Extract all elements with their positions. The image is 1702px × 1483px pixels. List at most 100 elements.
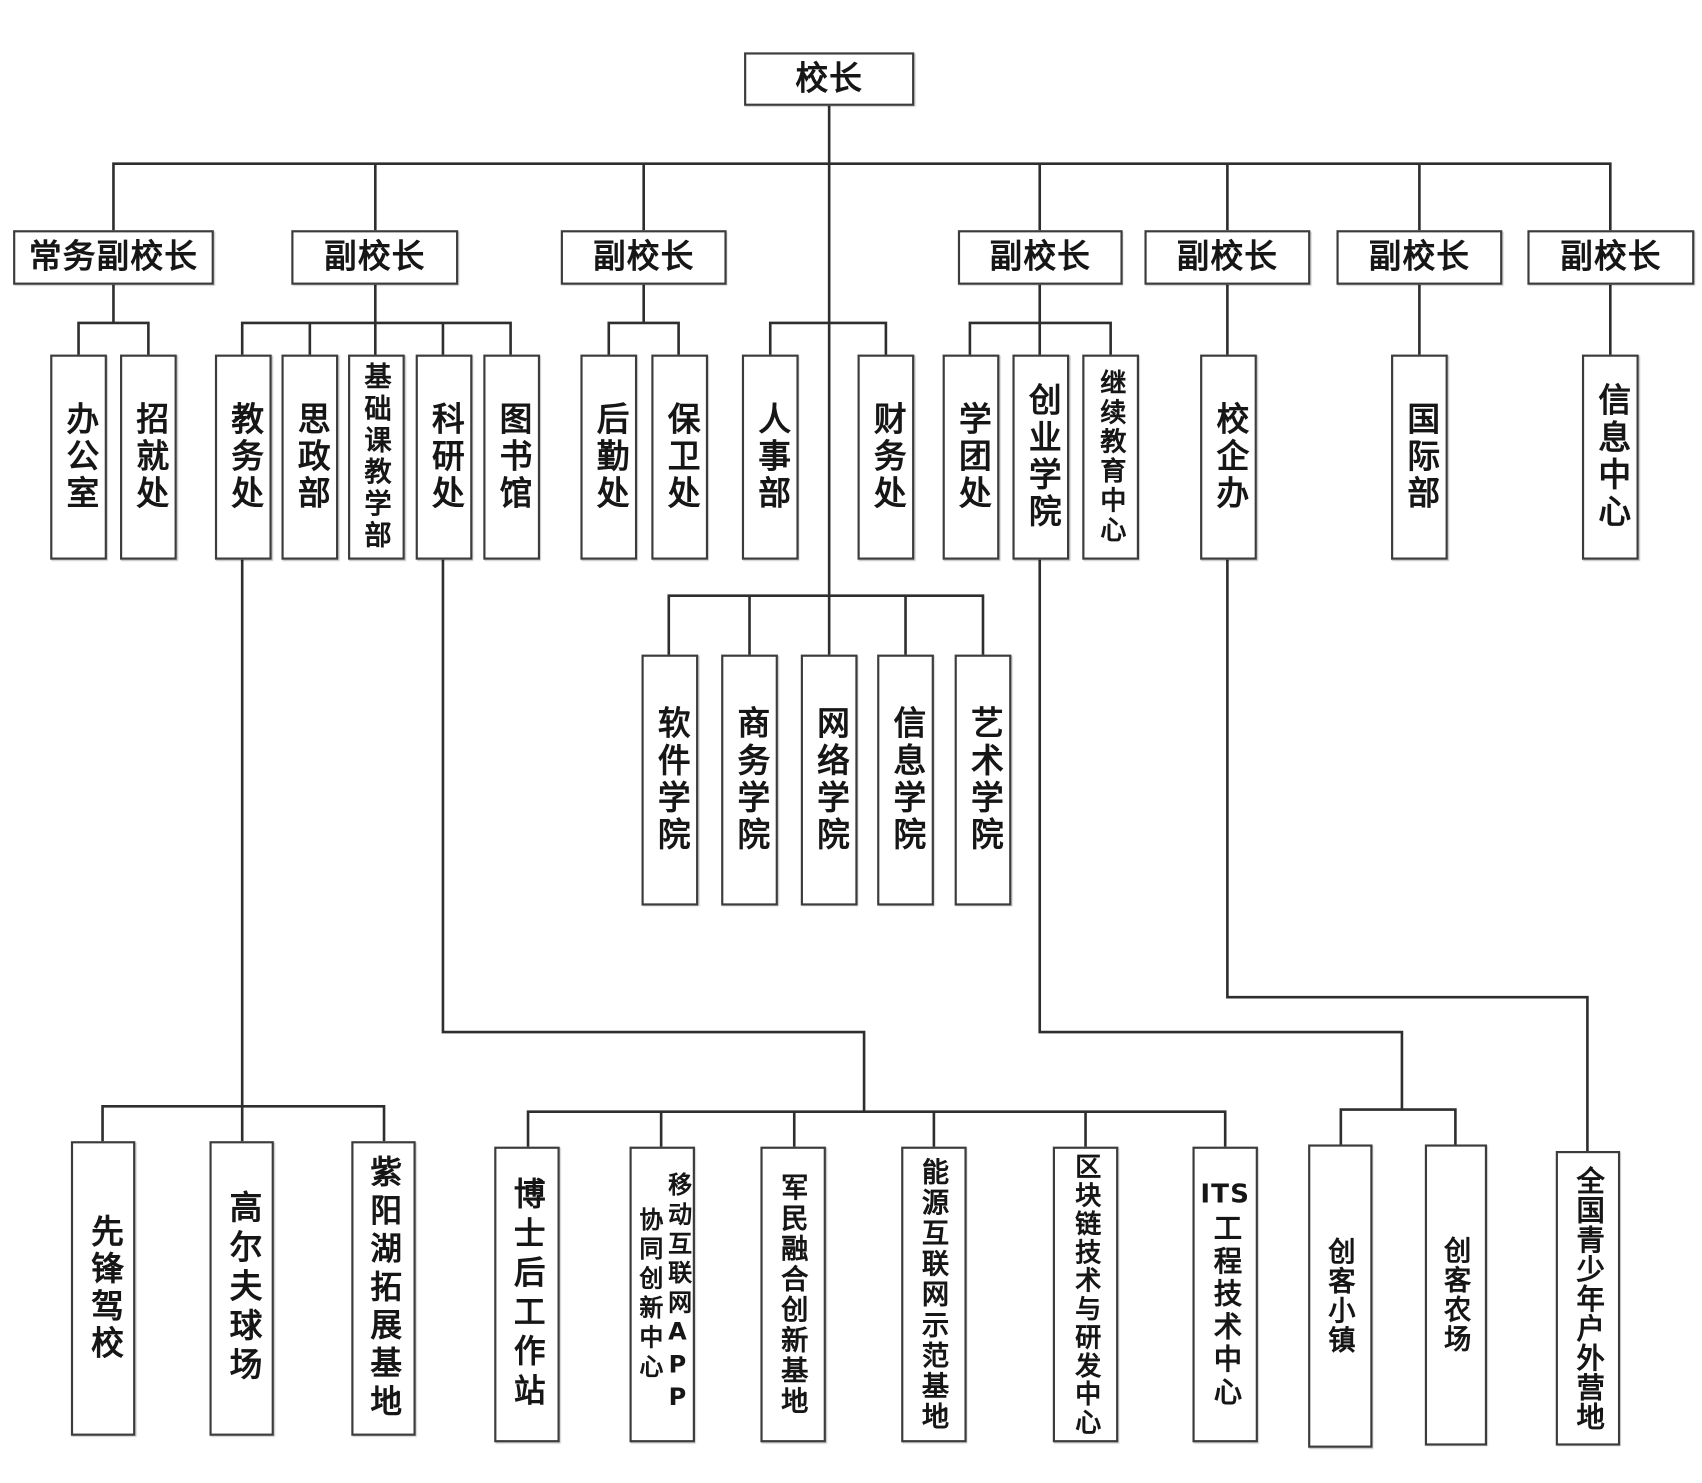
- golf-course-box: 高尔夫球场: [209, 1141, 274, 1436]
- vice-principal-label-6: 副校长: [1560, 237, 1662, 277]
- vice-principal-box-5: 副校长: [1336, 230, 1503, 285]
- its-engineering-center-box: ITS 工程技术中心: [1192, 1146, 1258, 1443]
- mobile-internet-app-innovation-center-box: 移动互联网APP 协同创新中心: [629, 1146, 695, 1443]
- continuing-education-center-label: 继续教育中心: [1095, 368, 1126, 546]
- connector-vice-principal-bus: [112, 162, 1612, 232]
- maker-farm-label: 创客农场: [1440, 1236, 1472, 1354]
- software-college-label: 软件学院: [651, 705, 690, 855]
- office-box: 办公室: [50, 354, 107, 560]
- mobile-internet-app-innovation-center-label: 移动互联网APP 协同创新中心: [633, 1149, 691, 1440]
- connector-vp1-units: [240, 283, 512, 356]
- information-center-box: 信息中心: [1581, 354, 1639, 560]
- vice-principal-label-5: 副校长: [1368, 237, 1471, 277]
- research-office-box: 科研处: [415, 354, 473, 560]
- vice-principal-box-6: 副校长: [1527, 230, 1695, 285]
- vice-principal-box-2: 副校长: [560, 230, 727, 285]
- library-label: 图书馆: [493, 401, 532, 513]
- connector-vp2-units: [607, 283, 680, 356]
- student-affairs-office-box: 学团处: [942, 354, 1000, 560]
- information-center-label: 信息中心: [1591, 382, 1630, 532]
- network-college-box: 网络学院: [800, 654, 858, 906]
- principal-label: 校长: [795, 59, 863, 98]
- ziyang-lake-outdoor-base-box: 紫阳湖拓展基地: [351, 1141, 416, 1436]
- international-dept-label: 国际部: [1400, 401, 1440, 513]
- national-youth-outdoor-camp-box: 全国青少年户外营地: [1555, 1151, 1621, 1446]
- maker-town-box: 创客小镇: [1308, 1144, 1373, 1448]
- entrepreneurship-college-label: 创业学院: [1022, 382, 1061, 532]
- business-college-label: 商务学院: [730, 705, 770, 855]
- connector-colleges: [667, 594, 985, 656]
- student-affairs-office-label: 学团处: [952, 401, 991, 513]
- academic-affairs-office-box: 教务处: [214, 354, 272, 560]
- ideological-political-dept-box: 思政部: [281, 354, 339, 560]
- network-college-label: 网络学院: [810, 705, 849, 855]
- connector-executive-vp-units: [77, 283, 150, 356]
- business-college-box: 商务学院: [721, 654, 778, 906]
- human-resources-dept-box: 人事部: [741, 354, 799, 560]
- ideological-political-dept-label: 思政部: [291, 401, 330, 513]
- security-office-box: 保卫处: [651, 354, 709, 560]
- vice-principal-label-4: 副校长: [1176, 237, 1279, 277]
- school-enterprise-office-label: 校企办: [1209, 401, 1249, 513]
- ziyang-lake-outdoor-base-label: 紫阳湖拓展基地: [365, 1154, 403, 1423]
- research-office-label: 科研处: [425, 401, 464, 513]
- academic-affairs-office-label: 教务处: [224, 401, 263, 513]
- logistics-office-label: 后勤处: [590, 401, 629, 513]
- vice-principal-box-3: 副校长: [957, 230, 1123, 285]
- its-label-head: ITS: [1200, 1177, 1251, 1209]
- connector-principal-direct-units: [768, 321, 888, 356]
- security-office-label: 保卫处: [661, 401, 700, 513]
- basic-courses-dept-box: 基础课教学部: [348, 354, 405, 560]
- military-civil-innovation-base-label: 军民融合创新基地: [777, 1172, 809, 1417]
- executive-vice-principal-label: 常务副校长: [28, 237, 199, 277]
- office-label: 办公室: [60, 401, 99, 513]
- its-engineering-center-label: 工程技术中心: [1208, 1212, 1242, 1410]
- library-box: 图书馆: [483, 354, 541, 560]
- continuing-education-center-box: 继续教育中心: [1082, 354, 1140, 560]
- vice-principal-label-2: 副校长: [592, 237, 695, 277]
- art-college-label: 艺术学院: [964, 705, 1003, 855]
- maker-farm-box: 创客农场: [1424, 1144, 1488, 1446]
- vice-principal-box-4: 副校长: [1144, 230, 1311, 285]
- software-college-box: 软件学院: [641, 654, 699, 906]
- art-college-box: 艺术学院: [954, 654, 1012, 906]
- logistics-office-box: 后勤处: [580, 354, 638, 560]
- connector-research-subunits: [441, 558, 1227, 1148]
- information-college-box: 信息学院: [877, 654, 934, 906]
- connector-academic-affairs-subunits: [101, 558, 386, 1143]
- blockchain-rd-center-box: 区块链技术与研发中心: [1052, 1146, 1119, 1443]
- postdoctoral-workstation-box: 博士后工作站: [494, 1146, 560, 1443]
- connector-school-enterprise-subunits: [1226, 558, 1589, 1153]
- energy-internet-demo-base-box: 能源互联网示范基地: [901, 1146, 967, 1443]
- human-resources-dept-label: 人事部: [751, 401, 790, 513]
- school-enterprise-office-box: 校企办: [1200, 354, 1257, 560]
- vice-principal-label-1: 副校长: [324, 237, 426, 277]
- postdoctoral-workstation-label: 博士后工作站: [508, 1176, 547, 1413]
- principal-box: 校长: [744, 52, 915, 106]
- military-civil-innovation-base-box: 军民融合创新基地: [760, 1146, 826, 1443]
- connector-entrepreneurship-subunits: [1038, 558, 1457, 1146]
- international-dept-box: 国际部: [1391, 354, 1448, 560]
- finance-office-box: 财务处: [857, 354, 915, 560]
- label-line-2: 协同创新中心: [634, 1206, 663, 1383]
- connector-vp3-units: [968, 283, 1112, 356]
- entrepreneurship-college-box: 创业学院: [1012, 354, 1070, 560]
- energy-internet-demo-base-label: 能源互联网示范基地: [918, 1157, 950, 1432]
- label-line-1: 移动互联网APP: [663, 1171, 692, 1418]
- basic-courses-dept-label: 基础课教学部: [360, 362, 393, 553]
- pioneer-driving-school-label: 先锋驾校: [84, 1214, 123, 1363]
- admissions-employment-office-label: 招就处: [129, 401, 169, 513]
- golf-course-label: 高尔夫球场: [223, 1190, 262, 1387]
- finance-office-label: 财务处: [867, 401, 906, 513]
- pioneer-driving-school-box: 先锋驾校: [70, 1141, 136, 1436]
- vice-principal-label-3: 副校长: [989, 237, 1091, 277]
- executive-vice-principal-box: 常务副校长: [13, 230, 214, 285]
- information-college-label: 信息学院: [886, 705, 926, 855]
- national-youth-outdoor-camp-label: 全国青少年户外营地: [1571, 1165, 1605, 1431]
- admissions-employment-office-box: 招就处: [120, 354, 177, 560]
- blockchain-rd-center-label: 区块链技术与研发中心: [1070, 1152, 1101, 1437]
- maker-town-label: 创客小镇: [1324, 1237, 1357, 1356]
- vice-principal-box-1: 副校长: [291, 230, 459, 285]
